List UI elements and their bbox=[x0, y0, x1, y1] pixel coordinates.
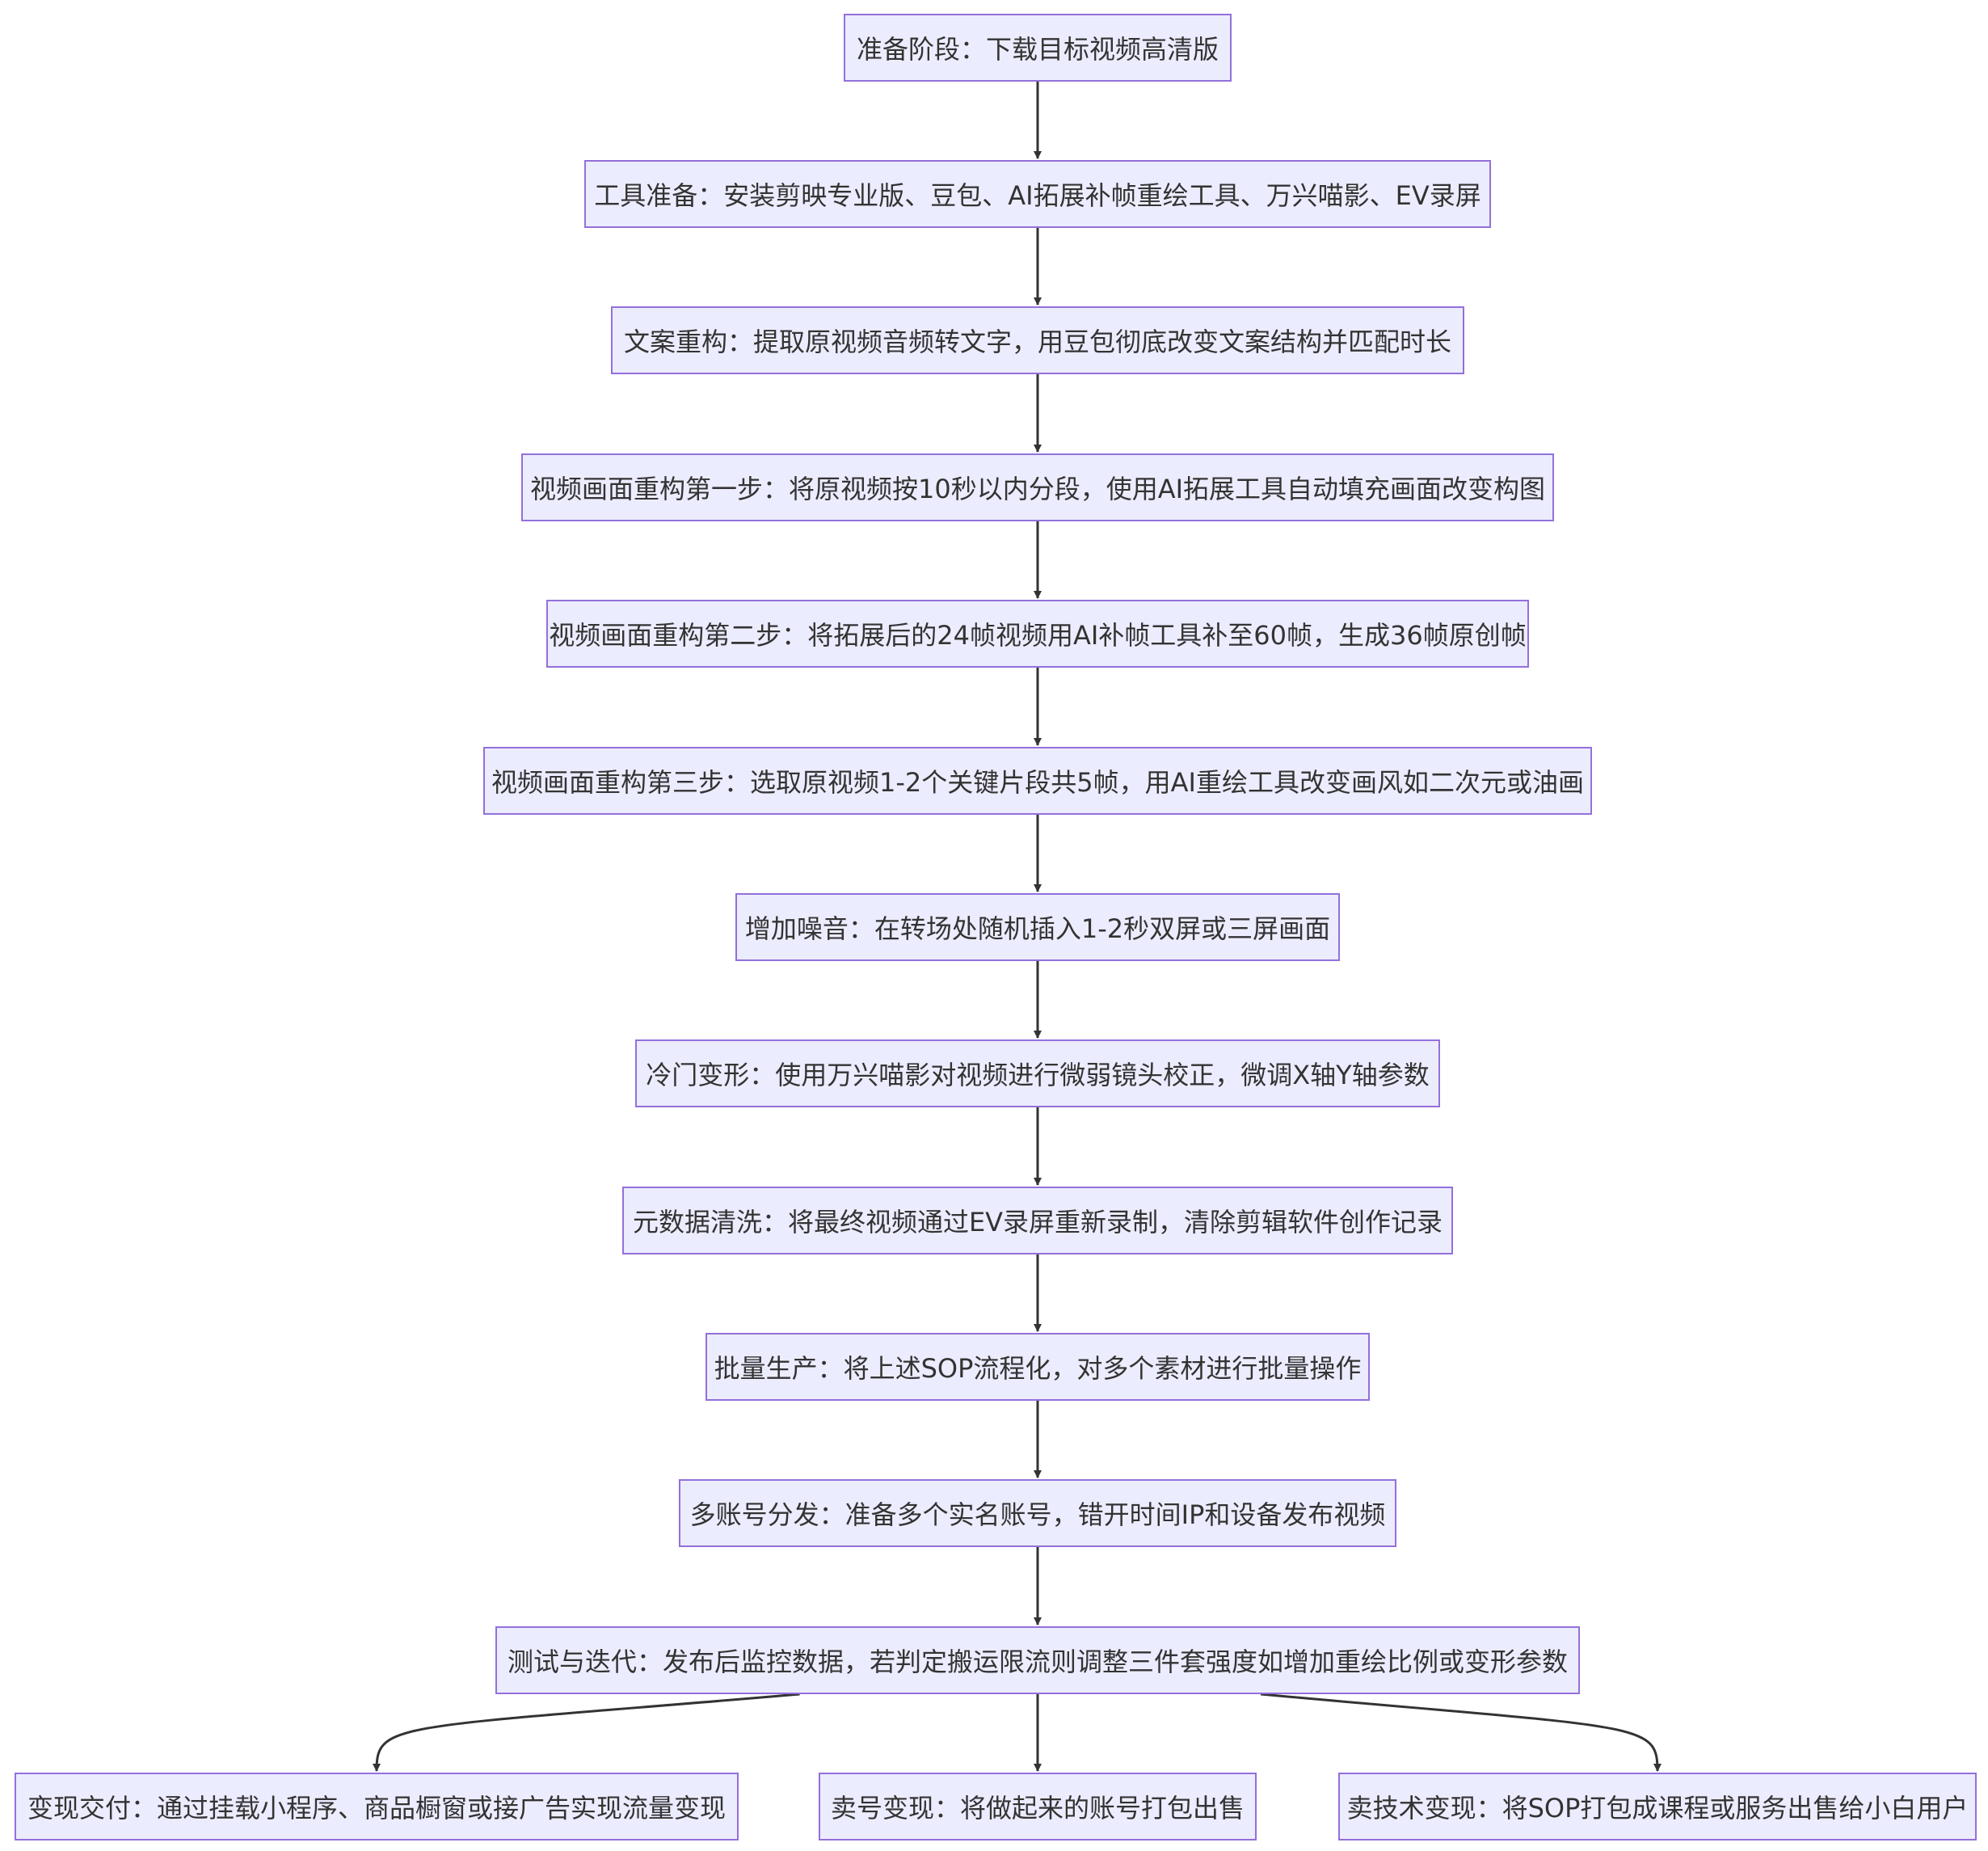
node-label: 视频画面重构第三步：选取原视频1-2个关键片段共5帧，用AI重绘工具改变画风如二… bbox=[491, 767, 1584, 798]
step-noise-node: 增加噪音：在转场处随机插入1-2秒双屏或三屏画面 bbox=[735, 893, 1340, 961]
node-label: 变现交付：通过挂载小程序、商品橱窗或接广告实现流量变现 bbox=[27, 1793, 726, 1824]
step-batch-node: 批量生产：将上述SOP流程化，对多个素材进行批量操作 bbox=[705, 1333, 1370, 1401]
edge-n12-to-n15 bbox=[1260, 1693, 1662, 1772]
node-label: 文案重构：提取原视频音频转文字，用豆包彻底改变文案结构并匹配时长 bbox=[623, 327, 1451, 357]
node-label: 测试与迭代：发布后监控数据，若判定搬运限流则调整三件套强度如增加重绘比例或变形参… bbox=[507, 1647, 1568, 1677]
step-iterate-node: 测试与迭代：发布后监控数据，若判定搬运限流则调整三件套强度如增加重绘比例或变形参… bbox=[495, 1626, 1580, 1694]
monetize-tech-node: 卖技术变现：将SOP打包成课程或服务出售给小白用户 bbox=[1338, 1773, 1977, 1840]
step-distribute-node: 多账号分发：准备多个实名账号，错开时间IP和设备发布视频 bbox=[679, 1479, 1396, 1547]
node-label: 冷门变形：使用万兴喵影对视频进行微弱镜头校正，微调X轴Y轴参数 bbox=[646, 1060, 1430, 1090]
step-rebuild-2-node: 视频画面重构第二步：将拓展后的24帧视频用AI补帧工具补至60帧，生成36帧原创… bbox=[546, 600, 1529, 668]
step-rebuild-3-node: 视频画面重构第三步：选取原视频1-2个关键片段共5帧，用AI重绘工具改变画风如二… bbox=[483, 747, 1592, 815]
step-metadata-node: 元数据清洗：将最终视频通过EV录屏重新录制，清除剪辑软件创作记录 bbox=[622, 1187, 1453, 1254]
step-prepare-node: 准备阶段：下载目标视频高清版 bbox=[844, 14, 1232, 82]
step-rebuild-1-node: 视频画面重构第一步：将原视频按10秒以内分段，使用AI拓展工具自动填充画面改变构… bbox=[521, 453, 1554, 521]
edge-n12-to-n13 bbox=[373, 1693, 800, 1772]
step-deform-node: 冷门变形：使用万兴喵影对视频进行微弱镜头校正，微调X轴Y轴参数 bbox=[635, 1039, 1440, 1107]
node-label: 批量生产：将上述SOP流程化，对多个素材进行批量操作 bbox=[714, 1353, 1362, 1384]
monetize-accounts-node: 卖号变现：将做起来的账号打包出售 bbox=[819, 1773, 1257, 1840]
node-label: 工具准备：安装剪映专业版、豆包、AI拓展补帧重绘工具、万兴喵影、EV录屏 bbox=[594, 180, 1481, 211]
monetize-delivery-node: 变现交付：通过挂载小程序、商品橱窗或接广告实现流量变现 bbox=[15, 1773, 739, 1840]
node-label: 卖号变现：将做起来的账号打包出售 bbox=[830, 1793, 1245, 1824]
node-label: 多账号分发：准备多个实名账号，错开时间IP和设备发布视频 bbox=[689, 1499, 1386, 1530]
step-copywriting-node: 文案重构：提取原视频音频转文字，用豆包彻底改变文案结构并匹配时长 bbox=[611, 306, 1464, 374]
node-label: 视频画面重构第二步：将拓展后的24帧视频用AI补帧工具补至60帧，生成36帧原创… bbox=[549, 620, 1527, 651]
node-label: 视频画面重构第一步：将原视频按10秒以内分段，使用AI拓展工具自动填充画面改变构… bbox=[529, 474, 1546, 504]
node-label: 元数据清洗：将最终视频通过EV录屏重新录制，清除剪辑软件创作记录 bbox=[632, 1207, 1443, 1238]
step-tools-node: 工具准备：安装剪映专业版、豆包、AI拓展补帧重绘工具、万兴喵影、EV录屏 bbox=[584, 160, 1491, 228]
node-label: 准备阶段：下载目标视频高清版 bbox=[856, 34, 1219, 65]
node-label: 卖技术变现：将SOP打包成课程或服务出售给小白用户 bbox=[1346, 1793, 1969, 1824]
node-label: 增加噪音：在转场处随机插入1-2秒双屏或三屏画面 bbox=[744, 913, 1331, 944]
